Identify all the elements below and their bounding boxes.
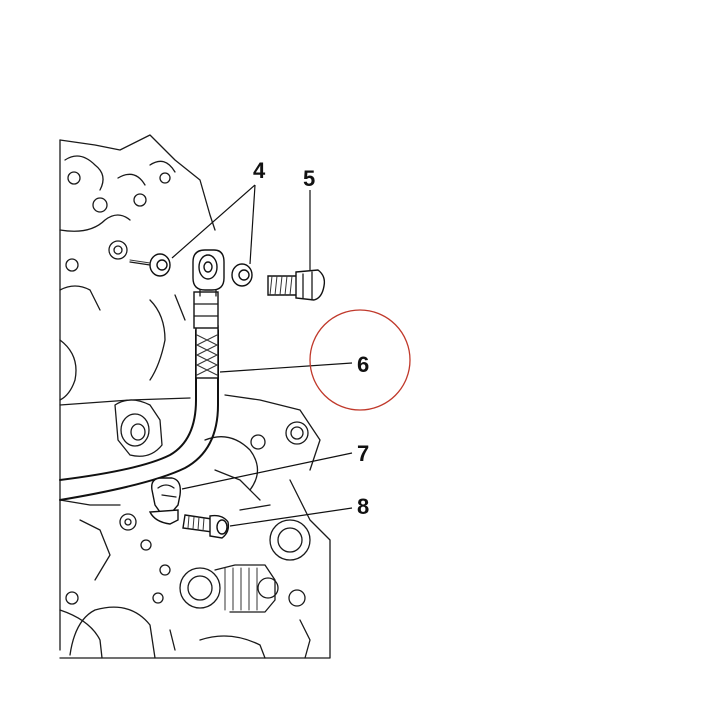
- banjo-fitting: [192, 249, 225, 297]
- callout-4: 4: [253, 158, 266, 183]
- banjo-bolt: [267, 269, 326, 301]
- washer-left: [129, 253, 171, 277]
- callout-6: 6: [357, 352, 369, 377]
- callout-8: 8: [357, 494, 369, 519]
- washer-right: [231, 263, 253, 287]
- engine-block-housing: [59, 134, 331, 659]
- callout-7: 7: [357, 441, 369, 466]
- brake-line-pipe: [59, 291, 219, 501]
- leader-lines: [171, 184, 353, 527]
- highlight-circle: [309, 309, 411, 411]
- callout-5: 5: [303, 166, 315, 191]
- pipe-clip: [148, 477, 182, 525]
- clip-bolt: [182, 514, 230, 539]
